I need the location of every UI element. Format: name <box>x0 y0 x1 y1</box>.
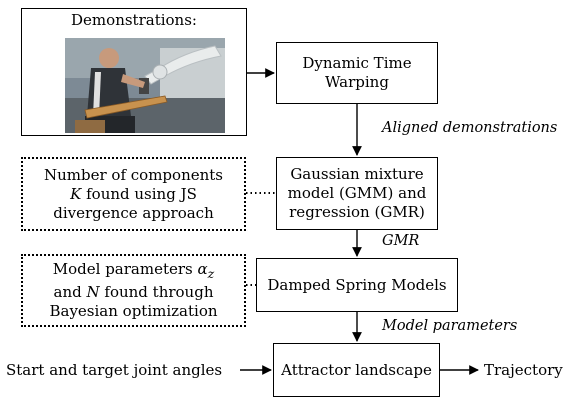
input-label: Start and target joint angles <box>6 361 223 379</box>
dtw-box: Dynamic Time Warping <box>276 42 438 104</box>
alpha-symbol: α <box>197 260 208 278</box>
components-note-line3: divergence approach <box>53 203 214 222</box>
gmm-label: Gaussian mixture model (GMM) and regress… <box>287 165 427 221</box>
n-symbol: N <box>86 283 100 301</box>
parameters-note-box: Model parameters αz and N found through … <box>21 254 246 327</box>
parameters-note-line1: Model parameters <box>52 260 198 278</box>
parameters-note-text: Model parameters αz and N found through … <box>49 260 217 321</box>
components-note-line2: found using JS <box>81 184 197 203</box>
edge-label-aligned-demonstrations: Aligned demonstrations <box>382 120 558 136</box>
components-note-text: Number of components K found using JS di… <box>44 166 223 223</box>
alpha-subscript: z <box>207 266 215 281</box>
demonstration-photo-illustration <box>65 38 225 133</box>
parameters-note-line2-pre: and <box>53 283 87 301</box>
demonstrations-box: Demonstrations: <box>21 8 247 136</box>
demonstration-photo <box>65 38 225 133</box>
attractor-landscape-box: Attractor landscape <box>273 343 440 397</box>
edge-label-model-parameters: Model parameters <box>382 318 518 334</box>
parameters-note-line2-rest: found through <box>99 283 214 301</box>
output-label: Trajectory <box>484 361 563 379</box>
dtw-label: Dynamic Time Warping <box>302 54 412 91</box>
components-note-box: Number of components K found using JS di… <box>21 157 246 231</box>
k-symbol: K <box>70 184 82 203</box>
edge-label-gmr: GMR <box>382 233 420 249</box>
dsm-label: Damped Spring Models <box>267 275 447 294</box>
attractor-label: Attractor landscape <box>281 360 432 379</box>
parameters-note-line3: Bayesian optimization <box>49 302 218 320</box>
damped-spring-models-box: Damped Spring Models <box>256 258 458 312</box>
demonstrations-title: Demonstrations: <box>71 11 197 29</box>
components-note-line1: Number of components <box>44 165 223 184</box>
gmm-box: Gaussian mixture model (GMM) and regress… <box>276 157 438 230</box>
